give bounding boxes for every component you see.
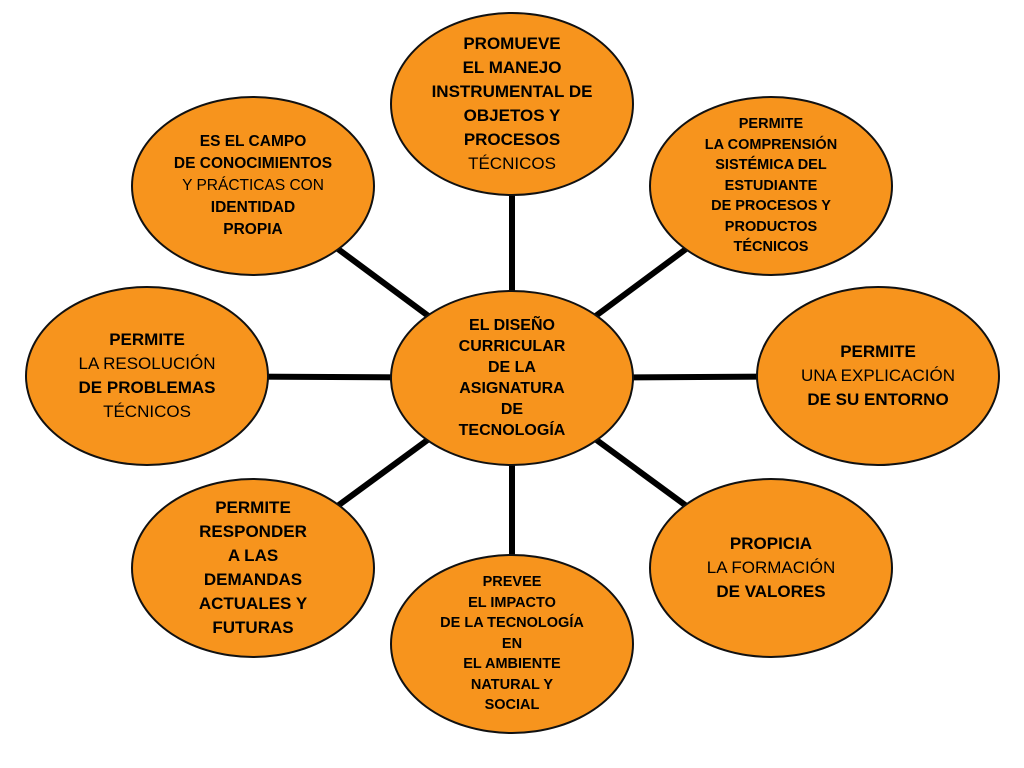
node-top-line: TÉCNICOS xyxy=(468,154,556,173)
node-bottom-left-line: A LAS xyxy=(227,546,279,565)
node-top-right-line: ESTUDIANTE xyxy=(724,177,818,194)
node-top-right-line: PERMITE xyxy=(738,116,804,133)
node-top-left: ES EL CAMPO DE CONOCIMIENTOS Y PRÁCTICAS C… xyxy=(131,96,375,276)
node-bottom-left-line: ACTUALES Y xyxy=(198,594,308,613)
node-right-text: PERMITE UNA EXPLICACIÓN DE SU ENTORNO xyxy=(801,340,955,412)
node-bottom-left-line: RESPONDER xyxy=(199,522,307,541)
node-top-line: PROMUEVE xyxy=(463,34,561,53)
node-bottom-line: PREVEE xyxy=(482,574,542,591)
node-bottom-right-line: LA FORMACIÓN xyxy=(706,558,836,577)
node-bottom-left-line: DEMANDAS xyxy=(203,570,303,589)
node-bottom-left: PERMITE RESPONDER A LAS DEMANDAS ACTUALES Y F… xyxy=(131,478,375,658)
node-left-line: LA RESOLUCIÓN xyxy=(78,354,216,373)
node-bottom-left-text: PERMITE RESPONDER A LAS DEMANDAS ACTUALES Y F… xyxy=(199,496,307,640)
node-top-left-line: PROPIA xyxy=(223,221,283,238)
node-top-right-line: PRODUCTOS xyxy=(724,218,818,235)
node-top-left-line: ES EL CAMPO xyxy=(199,133,307,150)
node-top-line: EL MANEJO xyxy=(462,58,562,77)
center-node: EL DISEÑO CURRICULAR DE LA ASIGNATURA DE TECN… xyxy=(390,290,634,466)
node-left-text: PERMITE LA RESOLUCIÓN DE PROBLEMAS TÉCNICOS xyxy=(79,328,216,424)
node-top-left-text: ES EL CAMPO DE CONOCIMIENTOS Y PRÁCTICAS C… xyxy=(174,131,332,241)
node-top-left-line: DE CONOCIMIENTOS xyxy=(173,155,333,172)
node-bottom-text: PREVEE EL IMPACTO DE LA TECNOLOGÍA EN EL AMB… xyxy=(440,572,584,716)
node-bottom-right-text: PROPICIA LA FORMACIÓN DE VALORES xyxy=(707,532,835,604)
center-node-line: EL DISEÑO xyxy=(469,317,555,334)
node-right-line: UNA EXPLICACIÓN xyxy=(801,366,955,385)
node-bottom-right-line: DE VALORES xyxy=(716,582,826,601)
node-top-right-line: TÉCNICOS xyxy=(733,239,809,256)
center-node-line: CURRICULAR xyxy=(458,338,566,355)
node-top-right-line: SISTÉMICA DEL xyxy=(715,157,827,174)
node-left: PERMITE LA RESOLUCIÓN DE PROBLEMAS TÉCNICOS xyxy=(25,286,269,466)
node-left-line: PERMITE xyxy=(109,330,185,349)
node-right-line: PERMITE xyxy=(840,342,916,361)
node-top-right-text: PERMITE LA COMPRENSIÓN SISTÉMICA DEL ESTUDI… xyxy=(705,114,837,258)
node-bottom-left-line: PERMITE xyxy=(215,498,291,517)
node-top-line: OBJETOS Y xyxy=(463,106,561,125)
center-node-text: EL DISEÑO CURRICULAR DE LA ASIGNATURA DE TECN… xyxy=(459,315,566,441)
center-node-line: DE LA xyxy=(487,359,536,376)
node-right-line: DE SU ENTORNO xyxy=(807,390,949,409)
node-bottom-line: EL IMPACTO xyxy=(468,594,556,611)
center-node-line: TECNOLOGÍA xyxy=(458,422,566,439)
node-bottom-line: EL AMBIENTE xyxy=(463,656,561,673)
node-top-left-line: IDENTIDAD xyxy=(210,199,296,216)
node-top-line: PROCESOS xyxy=(463,130,561,149)
node-top: PROMUEVE EL MANEJO INSTRUMENTAL DE OBJETOS … xyxy=(390,12,634,196)
node-top-text: PROMUEVE EL MANEJO INSTRUMENTAL DE OBJETOS … xyxy=(432,32,593,176)
node-top-line: INSTRUMENTAL DE xyxy=(431,82,593,101)
node-top-right-line: LA COMPRENSIÓN xyxy=(704,136,838,153)
center-node-line: DE xyxy=(500,401,524,418)
node-bottom-right: PROPICIA LA FORMACIÓN DE VALORES xyxy=(649,478,893,658)
node-top-left-line: Y PRÁCTICAS CON xyxy=(182,177,324,194)
node-bottom-left-line: FUTURAS xyxy=(212,618,294,637)
node-top-right-line: DE PROCESOS Y xyxy=(711,198,831,215)
node-top-right: PERMITE LA COMPRENSIÓN SISTÉMICA DEL ESTUDI… xyxy=(649,96,893,276)
node-bottom-line: EN xyxy=(501,635,523,652)
node-bottom-right-line: PROPICIA xyxy=(729,534,813,553)
node-left-line: TÉCNICOS xyxy=(103,402,191,421)
node-bottom: PREVEE EL IMPACTO DE LA TECNOLOGÍA EN EL AMB… xyxy=(390,554,634,734)
center-node-line: ASIGNATURA xyxy=(459,380,565,397)
node-bottom-line: NATURAL Y xyxy=(470,676,554,693)
node-right: PERMITE UNA EXPLICACIÓN DE SU ENTORNO xyxy=(756,286,1000,466)
node-left-line: DE PROBLEMAS xyxy=(78,378,216,397)
node-bottom-line: DE LA TECNOLOGÍA xyxy=(440,615,584,632)
node-bottom-line: SOCIAL xyxy=(484,697,540,714)
